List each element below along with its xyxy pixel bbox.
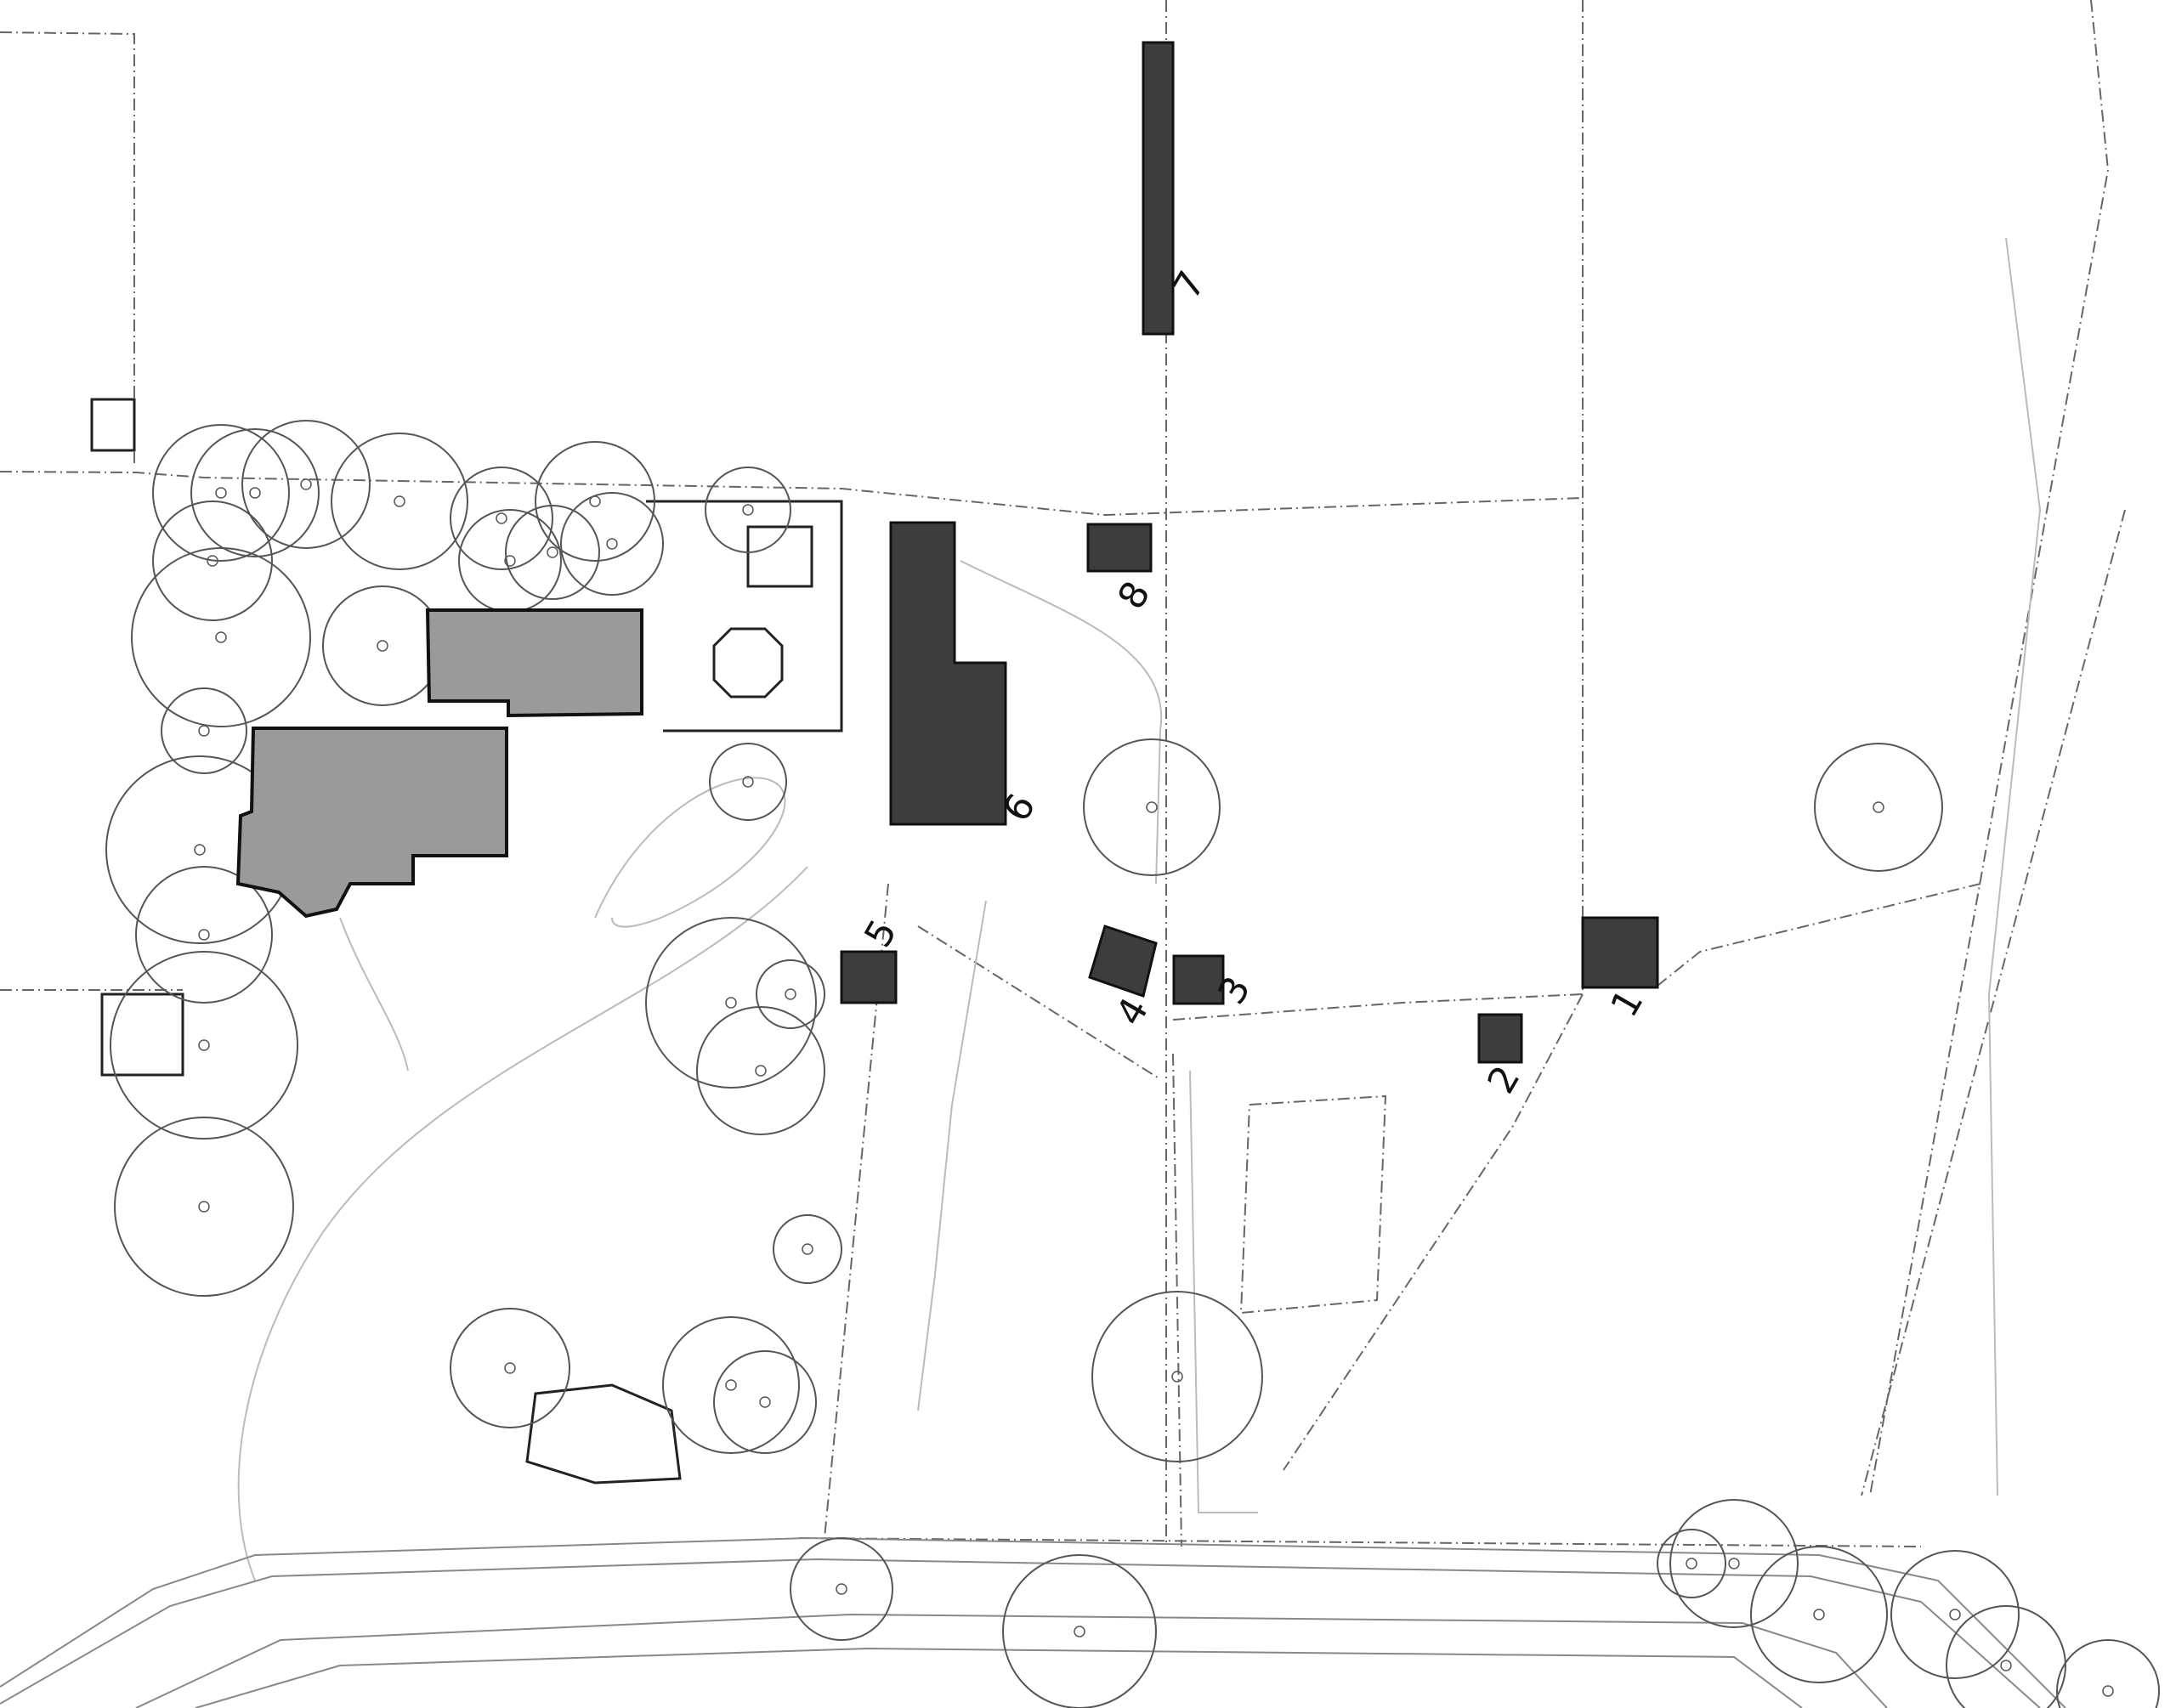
tree-canopy: [110, 951, 298, 1140]
tree-trunk: [785, 988, 796, 1000]
tree-canopy: [1002, 1554, 1157, 1708]
main-buildings: [235, 608, 643, 919]
tree-trunk: [547, 546, 558, 558]
building-7: [1142, 41, 1175, 336]
tree-canopy: [322, 585, 443, 706]
tree-canopy: [1814, 743, 1943, 872]
tree-trunk: [377, 640, 388, 652]
tree-trunk: [198, 1201, 210, 1213]
tree-trunk: [215, 487, 227, 499]
tree-canopy: [241, 420, 371, 549]
building-2: [1477, 1013, 1523, 1064]
tree-trunk: [755, 1065, 767, 1077]
tree-trunk: [1949, 1609, 1961, 1620]
tree-canopy: [790, 1537, 893, 1641]
tree-canopy: [450, 467, 553, 570]
garden-walls: [90, 398, 843, 1485]
tree-canopy: [135, 866, 273, 1004]
tree-trunk: [1728, 1558, 1740, 1569]
tree-canopy: [662, 1316, 800, 1454]
tree-trunk: [2102, 1685, 2114, 1697]
tree-trunk: [1873, 801, 1884, 813]
fence-lines: [0, 0, 2126, 1547]
tree-trunk: [198, 929, 210, 941]
tree-trunk: [836, 1583, 847, 1595]
building-4: [1088, 925, 1158, 998]
tree-canopy: [152, 501, 273, 621]
tree-trunk: [2000, 1660, 2012, 1671]
tree-trunk: [1171, 1371, 1183, 1383]
tree-canopy: [705, 467, 791, 553]
tree-canopy: [1669, 1499, 1799, 1628]
tree-canopy: [1946, 1605, 2066, 1708]
tree-trunk: [194, 844, 206, 856]
tree-canopy: [773, 1214, 842, 1284]
tree-canopy: [190, 428, 320, 557]
tree-trunk: [725, 997, 737, 1009]
tree-trunk: [394, 495, 405, 507]
building-6: [889, 521, 1007, 826]
tree-canopy: [505, 505, 600, 600]
tree-trunk: [504, 555, 516, 567]
paths: [237, 237, 2042, 1581]
tree-trunk: [496, 512, 507, 524]
tree-trunk: [504, 1362, 516, 1374]
building-3: [1172, 954, 1225, 1005]
tree-trunk: [742, 776, 754, 788]
tree-canopy: [756, 959, 825, 1029]
tree-canopy: [114, 1117, 294, 1297]
road: [0, 1536, 2066, 1708]
tree-trunk: [198, 1039, 210, 1051]
tree-trunk: [1813, 1609, 1825, 1620]
tree-canopy: [535, 441, 655, 562]
tree-canopy: [2056, 1639, 2160, 1708]
building-5: [840, 950, 898, 1004]
tree-canopy: [709, 743, 787, 821]
tree-canopy: [1657, 1529, 1726, 1598]
tree-canopy: [1091, 1291, 1263, 1462]
building-8: [1086, 523, 1153, 573]
tree-canopy: [1750, 1546, 1888, 1683]
tree-trunk: [300, 478, 312, 490]
tree-trunk: [249, 487, 261, 499]
tree-trunk: [215, 631, 227, 643]
tree-canopy: [331, 433, 468, 570]
tree-canopy: [450, 1308, 570, 1428]
tree-canopy: [131, 547, 311, 727]
tree-trunk: [725, 1379, 737, 1391]
tree-trunk: [1074, 1626, 1085, 1637]
tree-trunk: [802, 1243, 813, 1255]
tree-trunk: [742, 504, 754, 516]
label-building-8: 8: [1109, 574, 1159, 617]
tree-trunk: [207, 555, 218, 567]
tree-canopy: [696, 1006, 825, 1135]
label-building-4: 4: [1108, 991, 1157, 1033]
tree-canopy: [1083, 738, 1221, 876]
tree-trunk: [1146, 801, 1158, 813]
numbered-buildings: [840, 41, 1659, 1064]
label-building-2: 2: [1479, 1059, 1528, 1101]
tree-canopy: [560, 492, 664, 596]
main-house-wing: [235, 727, 508, 919]
tree-trunk: [1686, 1558, 1697, 1569]
label-building-3: 3: [1210, 970, 1259, 1012]
tree-canopy: [152, 424, 290, 562]
tree-canopy: [645, 917, 817, 1089]
tree-trunk: [606, 538, 618, 550]
label-building-5: 5: [856, 913, 905, 955]
tree-canopy: [1890, 1550, 2020, 1679]
tree-canopy: [161, 687, 247, 774]
building-1: [1581, 916, 1659, 989]
tree-trunk: [759, 1396, 771, 1408]
main-house: [425, 608, 643, 718]
tree-trunk: [198, 725, 210, 737]
trees: [105, 420, 2160, 1708]
tree-canopy: [713, 1350, 817, 1454]
